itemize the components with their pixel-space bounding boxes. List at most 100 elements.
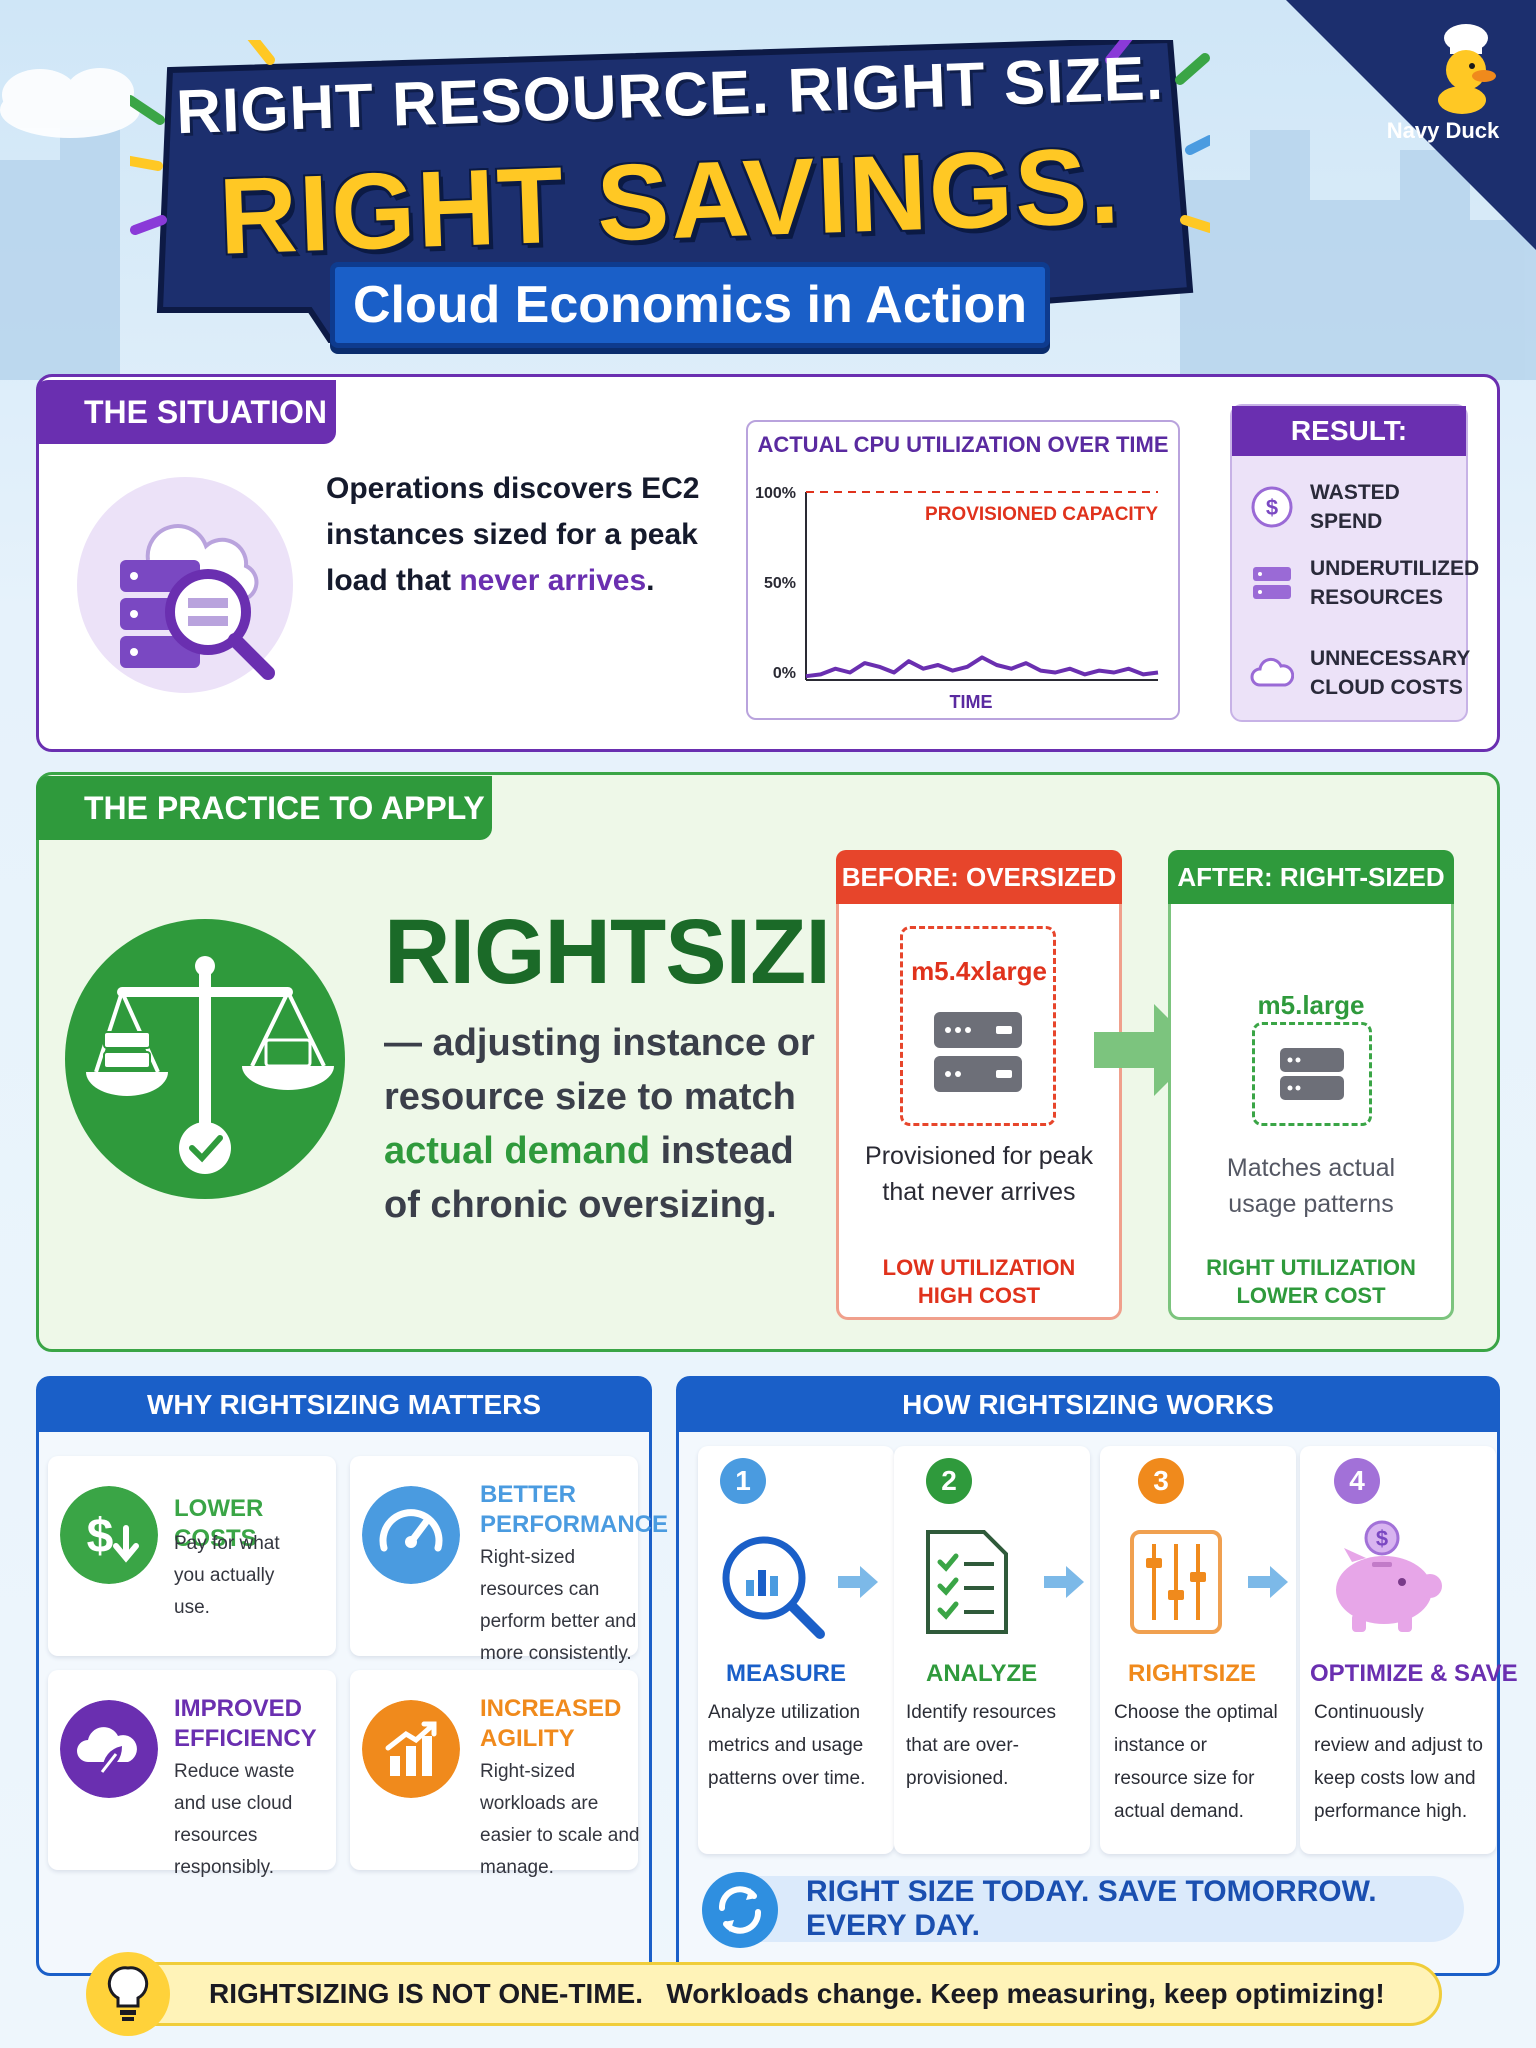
after-header: AFTER: RIGHT-SIZED [1168, 850, 1454, 904]
before-description: Provisioned for peak that never arrives [865, 1142, 1093, 1206]
step-rightsize [1100, 1446, 1296, 1854]
balance-scale-icon [65, 919, 345, 1199]
svg-text:$: $ [1376, 1526, 1388, 1551]
footer-banner: RIGHTSIZING IS NOT ONE-TIME. Workloads c… [98, 1962, 1442, 2026]
corner-brand-triangle [1286, 0, 1536, 250]
cpu-utilization-chart: 100% 50% 0% PROVISIONED CAPACITY TIME [755, 485, 1159, 712]
large-server-icon [934, 1012, 1022, 1092]
step-title: RIGHTSIZE [1128, 1660, 1257, 1687]
step-optimize-save [1300, 1446, 1496, 1854]
y-tick-0: 0% [773, 665, 796, 682]
step-measure [698, 1446, 894, 1854]
after-flag-utilization: RIGHT UTILIZATION [1206, 1255, 1416, 1280]
server-search-icon [77, 477, 293, 693]
provisioned-capacity-label: PROVISIONED CAPACITY [925, 504, 1158, 525]
step-title: OPTIMIZE & SAVE [1310, 1660, 1518, 1687]
result-label: UNDERUTILIZED RESOURCES [1310, 557, 1480, 609]
benefit-title: INCREASED AGILITY [480, 1695, 622, 1752]
result-title: RESULT: [1232, 406, 1466, 456]
lightbulb-icon [86, 1952, 170, 2036]
step-arrow-icon [1248, 1566, 1288, 1598]
svg-text:$: $ [1266, 495, 1278, 520]
situation-tab-label: THE SITUATION [84, 393, 327, 430]
how-header: HOW RIGHTSIZING WORKS [678, 1378, 1498, 1432]
subtitle-text: Cloud Economics in Action [352, 276, 1028, 334]
footer-message: RIGHTSIZING IS NOT ONE-TIME. Workloads c… [209, 1978, 1385, 2010]
cloud-icon [1250, 657, 1294, 687]
magnifier-chart-icon [722, 1536, 825, 1639]
footer-lead: RIGHTSIZING IS NOT ONE-TIME. [209, 1978, 643, 2009]
step-analyze [894, 1446, 1090, 1854]
oversized-instance-box [900, 926, 1056, 1126]
situation-text-main: Operations discovers EC2 instances sized… [326, 472, 700, 597]
step-text: Continuously review and adjust to keep c… [1314, 1702, 1483, 1822]
small-server-icon [1280, 1048, 1344, 1100]
step-number: 2 [926, 1458, 972, 1504]
y-tick-100: 100% [755, 485, 796, 502]
rs-desc-part1: — adjusting instance or resource size to… [384, 1022, 815, 1118]
why-header: WHY RIGHTSIZING MATTERS [38, 1378, 650, 1432]
step-text: Choose the optimal instance or resource … [1114, 1702, 1278, 1822]
server-icon [1253, 567, 1291, 599]
before-flag-cost: HIGH COST [917, 1283, 1041, 1308]
result-item-wasted-spend: $ WASTED SPEND [1250, 478, 1460, 536]
step-text: Identify resources that are over-provisi… [906, 1702, 1056, 1789]
benefit-title: BETTER PERFORMANCE [480, 1481, 669, 1538]
tagline-text: RIGHT SIZE TODAY. SAVE TOMORROW. EVERY D… [806, 1875, 1377, 1942]
before-header: BEFORE: OVERSIZED [836, 850, 1122, 904]
situation-tab: THE SITUATION [36, 380, 336, 444]
subtitle-banner: Cloud Economics in Action [330, 262, 1050, 348]
benefit-text: Reduce waste and use cloud resources res… [174, 1761, 295, 1878]
rightsized-instance-box [1252, 1022, 1372, 1126]
step-arrow-icon [838, 1566, 878, 1598]
rightsized-instance-type: m5.large [1257, 990, 1365, 1020]
result-item-underutilized: UNDERUTILIZED RESOURCES [1250, 554, 1479, 612]
chart-title: ACTUAL CPU UTILIZATION OVER TIME [757, 432, 1169, 457]
rs-desc-highlight: actual demand [384, 1130, 651, 1172]
speedometer-icon [362, 1486, 460, 1584]
dollar-icon: $ [1251, 486, 1293, 528]
svg-text:$: $ [87, 1510, 114, 1563]
after-description: Matches actual usage patterns [1226, 1154, 1396, 1218]
after-flag-cost: LOWER COST [1236, 1283, 1386, 1308]
brand-name: Navy Duck [1386, 118, 1500, 143]
before-flag-utilization: LOW UTILIZATION [882, 1255, 1076, 1280]
rightsizing-description: — adjusting instance or resource size to… [384, 1016, 824, 1232]
growth-chart-icon [362, 1700, 460, 1798]
benefit-text: Pay for what you actually use. [174, 1533, 280, 1618]
result-label: UNNECESSARY CLOUD COSTS [1310, 647, 1470, 699]
benefit-title: IMPROVED EFFICIENCY [174, 1695, 317, 1752]
benefit-title: LOWER COSTS [174, 1495, 264, 1552]
step-text: Analyze utilization metrics and usage pa… [708, 1702, 866, 1789]
piggy-bank-icon: $ [1336, 1520, 1442, 1632]
footer-text: Workloads change. Keep measuring, keep o… [666, 1978, 1385, 2009]
result-label: WASTED SPEND [1310, 481, 1400, 533]
dollar-down-icon: $ [60, 1486, 158, 1584]
duck-mascot-icon [1438, 24, 1496, 114]
practice-tab-label: THE PRACTICE TO APPLY [84, 789, 485, 826]
cloud-leaf-icon [60, 1700, 158, 1798]
step-number: 1 [720, 1458, 766, 1504]
checklist-icon [926, 1530, 1008, 1634]
rs-desc-part2: instead of chronic oversizing. [384, 1130, 794, 1226]
step-title: MEASURE [726, 1660, 847, 1687]
y-tick-50: 50% [764, 575, 796, 592]
situation-description: Operations discovers EC2 instances sized… [326, 466, 746, 604]
step-arrow-icon [1044, 1566, 1084, 1598]
step-number: 3 [1138, 1458, 1184, 1504]
step-number: 4 [1334, 1458, 1380, 1504]
situation-text-end: . [646, 564, 655, 597]
practice-tab: THE PRACTICE TO APPLY [36, 776, 492, 840]
tagline-banner: RIGHT SIZE TODAY. SAVE TOMORROW. EVERY D… [708, 1875, 1464, 1942]
refresh-cycle-icon [702, 1872, 778, 1948]
step-title: ANALYZE [926, 1660, 1038, 1687]
cpu-series-line [805, 655, 1159, 679]
benefit-text: Right-sized resources can perform better… [480, 1547, 637, 1664]
city-skyline-background [0, 68, 1536, 380]
oversized-instance-type: m5.4xlarge [911, 956, 1047, 986]
benefit-text: Right-sized workloads are easier to scal… [480, 1761, 640, 1878]
sliders-icon [1130, 1530, 1222, 1634]
x-axis-label: TIME [950, 692, 993, 712]
situation-text-highlight: never arrives [459, 564, 647, 597]
result-item-unnecessary-costs: UNNECESSARY CLOUD COSTS [1250, 644, 1470, 702]
